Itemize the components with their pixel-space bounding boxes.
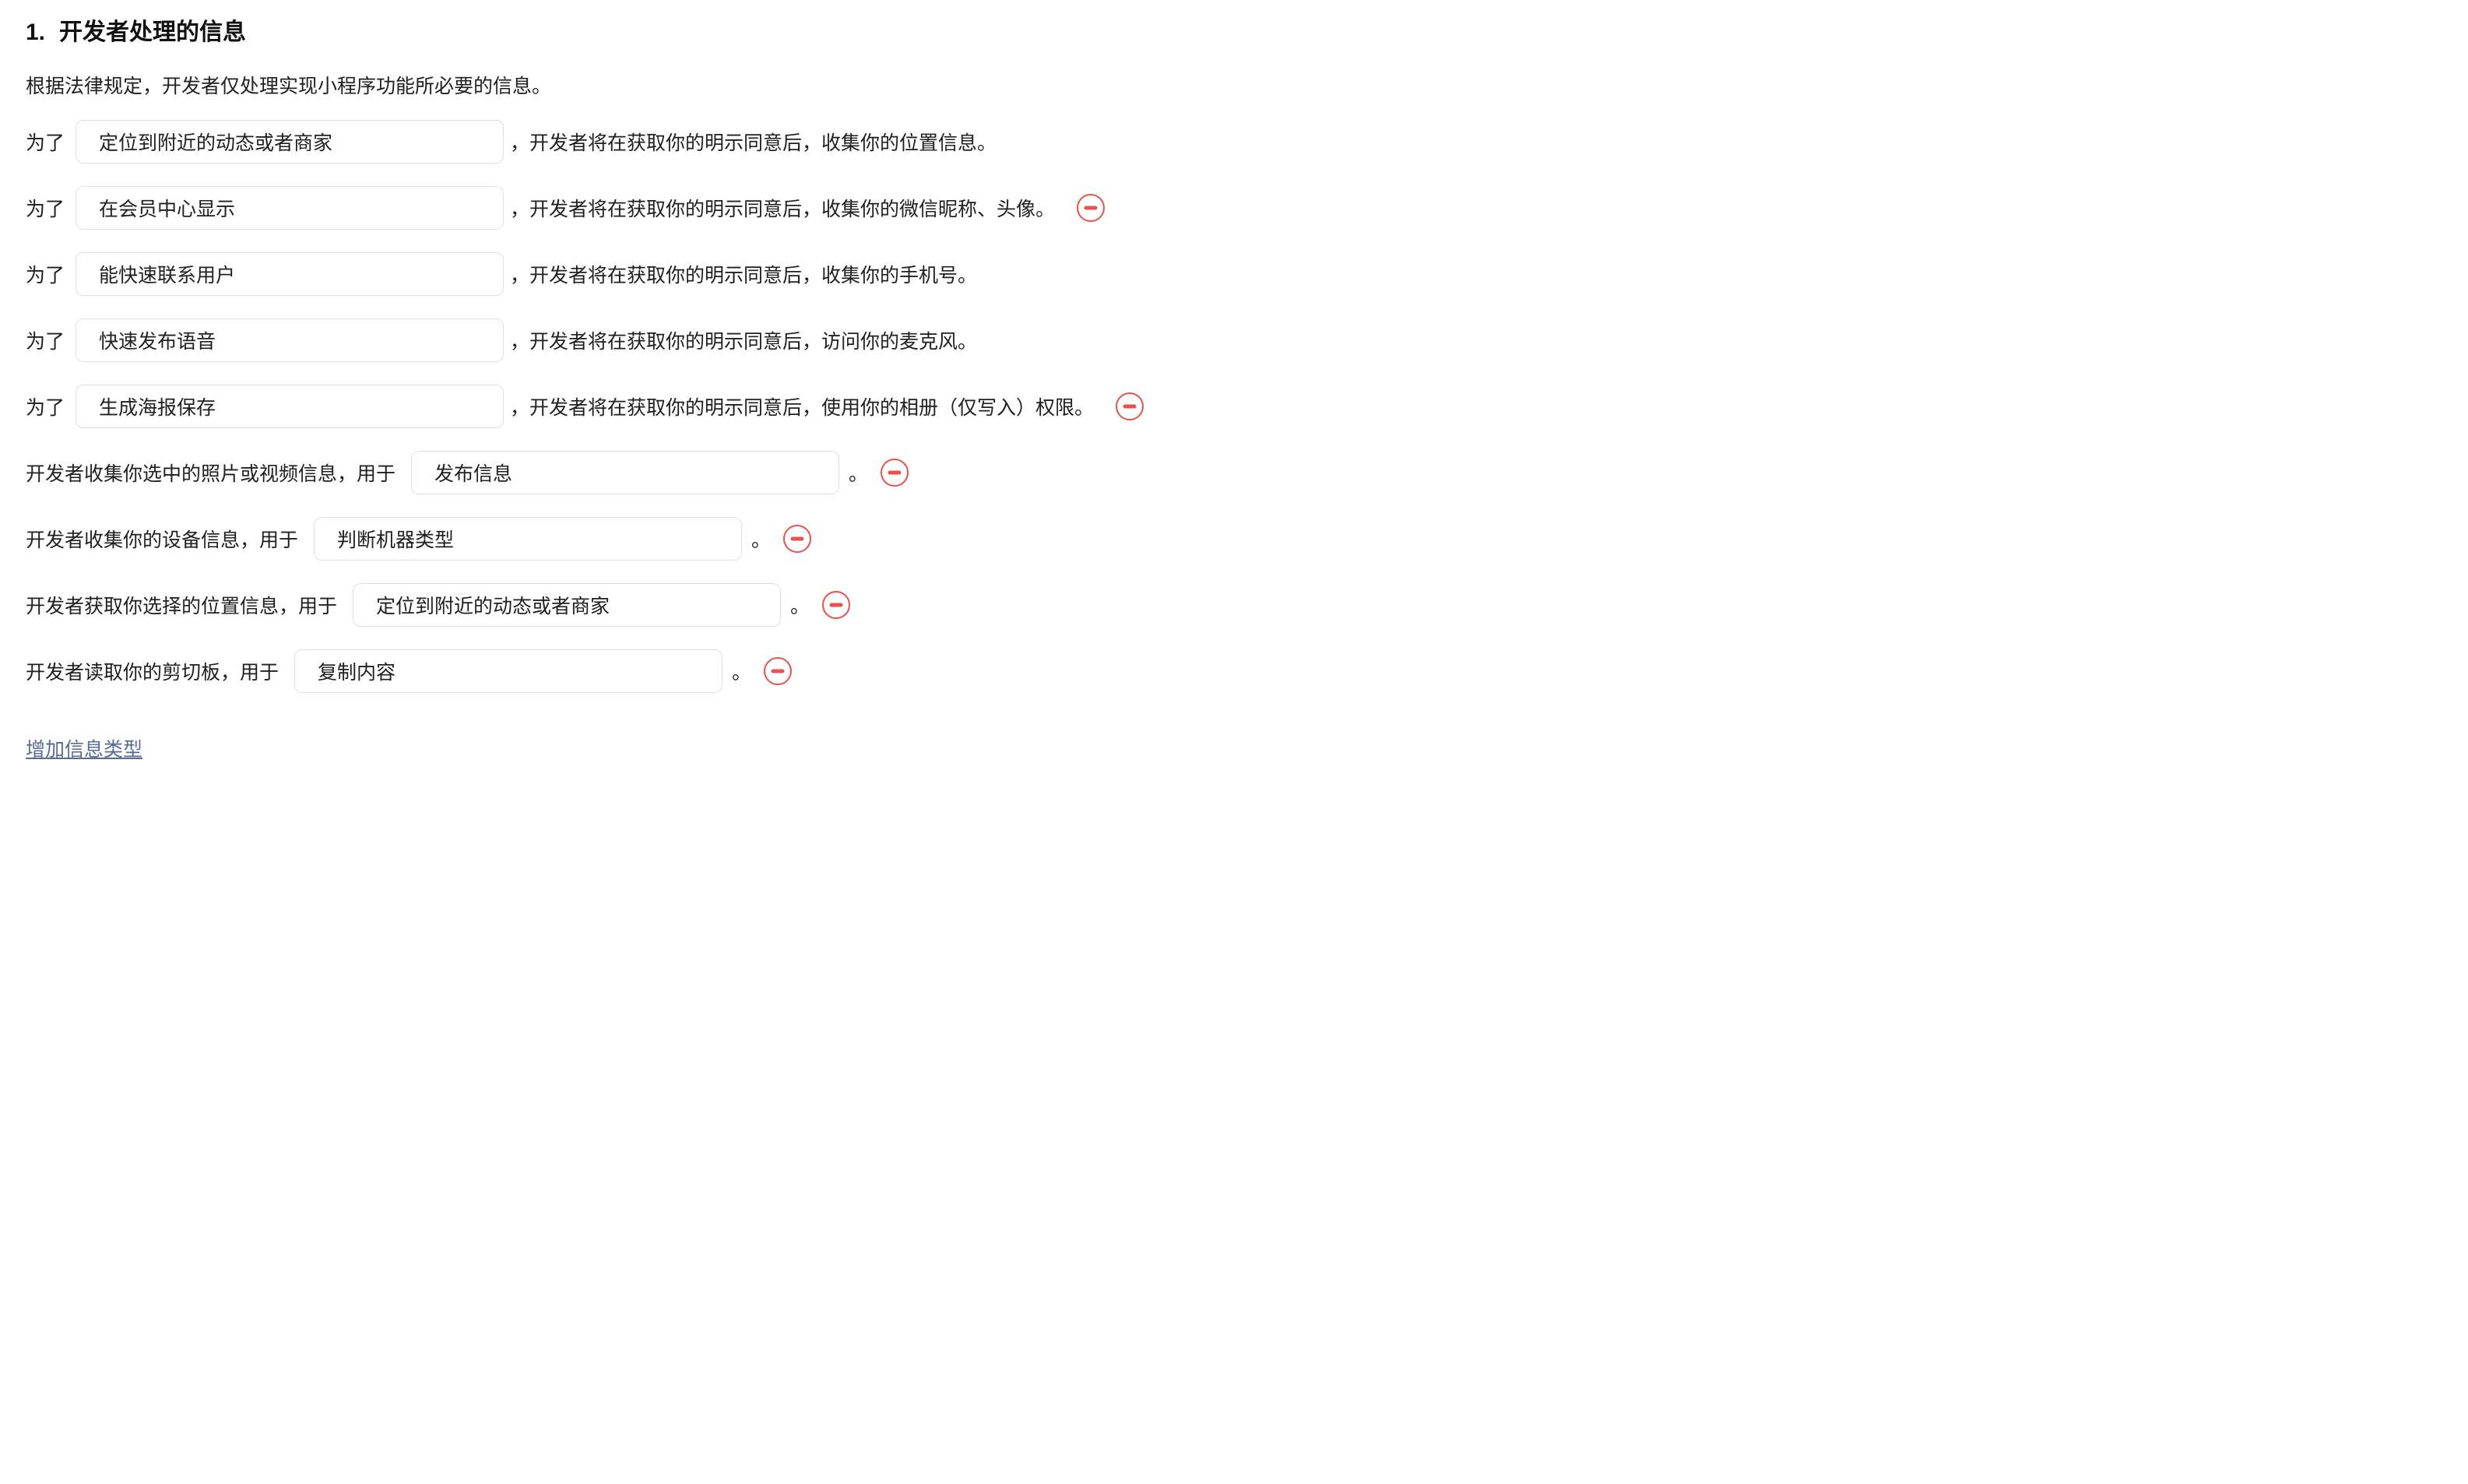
purpose-suffix: ，开发者将在获取你的明示同意后，收集你的位置信息。 [510,132,997,154]
purpose-input-1[interactable] [76,186,504,230]
period-text: 。 [751,529,772,551]
section-title: 开发者处理的信息 [59,19,247,45]
period-text: 。 [790,596,810,617]
collection-input-0[interactable] [411,451,840,494]
purpose-suffix: ，开发者将在获取你的明示同意后，收集你的手机号。 [510,265,978,287]
collection-label: 开发者收集你的设备信息，用于 [26,529,299,551]
purpose-prefix: 为了 [26,132,65,154]
intro-text: 根据法律规定，开发者仅处理实现小程序功能所必要的信息。 [26,76,552,97]
purpose-prefix: 为了 [26,331,65,353]
minus-circle-icon [1084,206,1098,210]
purpose-suffix: ，开发者将在获取你的明示同意后，访问你的麦克风。 [510,331,978,353]
purpose-row: 为了 ，开发者将在获取你的明示同意后，访问你的麦克风。 [26,318,1234,362]
minus-circle-icon [1123,404,1137,409]
purpose-prefix: 为了 [26,199,65,220]
purpose-input-0[interactable] [76,120,504,164]
add-info-type-link[interactable]: 增加信息类型 [26,739,143,761]
section-number: 1. [26,19,46,45]
collection-input-3[interactable] [294,649,723,693]
collection-label: 开发者读取你的剪切板，用于 [26,662,279,684]
minus-circle-icon [790,536,804,541]
remove-button[interactable] [1077,194,1106,222]
purpose-row: 为了 ，开发者将在获取你的明示同意后，收集你的位置信息。 [26,120,1234,164]
collection-input-1[interactable] [314,517,743,561]
purpose-rows: 为了 ，开发者将在获取你的明示同意后，收集你的位置信息。 为了 ，开发者将在获取… [26,120,1234,693]
collection-label: 开发者收集你选中的照片或视频信息，用于 [26,463,396,485]
period-text: 。 [849,463,869,485]
collection-row: 开发者收集你的设备信息，用于 。 [26,517,1234,561]
purpose-prefix: 为了 [26,397,65,419]
minus-circle-icon [771,669,785,673]
minus-circle-icon [888,470,902,475]
collection-label: 开发者获取你选择的位置信息，用于 [26,596,338,617]
purpose-suffix: ，开发者将在获取你的明示同意后，收集你的微信昵称、头像。 [510,199,1056,220]
privacy-info-section: 1. 开发者处理的信息 根据法律规定，开发者仅处理实现小程序功能所必要的信息。 … [0,0,1234,762]
collection-row: 开发者获取你选择的位置信息，用于 。 [26,583,1234,627]
purpose-input-2[interactable] [76,252,504,296]
purpose-row: 为了 ，开发者将在获取你的明示同意后，收集你的手机号。 [26,252,1234,296]
remove-button[interactable] [881,459,909,487]
minus-circle-icon [829,603,843,607]
remove-button[interactable] [822,591,851,619]
remove-button[interactable] [783,525,812,553]
collection-row: 开发者读取你的剪切板，用于 。 [26,649,1234,693]
purpose-input-4[interactable] [76,385,504,428]
section-heading: 1. 开发者处理的信息 [26,12,1234,47]
remove-button[interactable] [1116,392,1144,420]
collection-row: 开发者收集你选中的照片或视频信息，用于 。 [26,451,1234,494]
purpose-suffix: ，开发者将在获取你的明示同意后，使用你的相册（仅写入）权限。 [510,397,1095,419]
period-text: 。 [732,662,752,684]
purpose-row: 为了 ，开发者将在获取你的明示同意后，使用你的相册（仅写入）权限。 [26,385,1234,428]
collection-input-2[interactable] [353,583,782,627]
purpose-row: 为了 ，开发者将在获取你的明示同意后，收集你的微信昵称、头像。 [26,186,1234,230]
purpose-prefix: 为了 [26,265,65,287]
purpose-input-3[interactable] [76,318,504,362]
remove-button[interactable] [764,657,793,685]
